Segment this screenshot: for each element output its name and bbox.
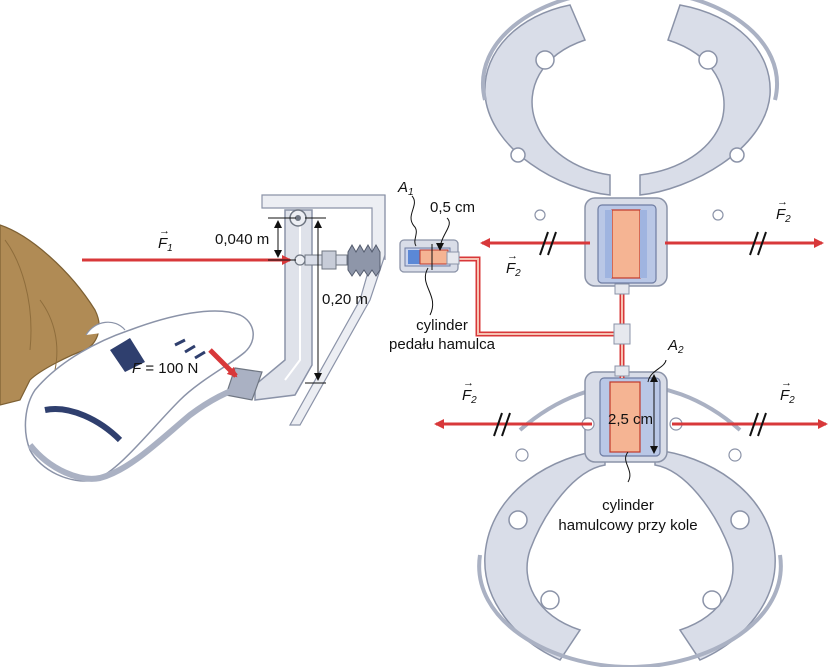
master-cylinder xyxy=(399,239,460,273)
f1-label: F1 xyxy=(158,226,173,254)
upper-right-f2-label: F2 xyxy=(776,197,791,225)
a2-label: A2 xyxy=(668,337,684,356)
lower-left-f2-label: F2 xyxy=(462,378,477,406)
pedal-force-arrow xyxy=(208,348,238,378)
lever-short-dimension: 0,040 m xyxy=(215,231,270,248)
upper-left-f2-label: F2 xyxy=(506,251,521,279)
a1-label: A1 xyxy=(398,179,414,198)
line-junction xyxy=(613,323,631,345)
lower-brake-drum xyxy=(477,371,783,670)
wheel-diameter-dimension: 2,5 cm xyxy=(608,411,654,428)
wheel-cylinder-label: cylinder hamulcowy przy kole xyxy=(558,497,698,534)
foot xyxy=(0,224,254,482)
lever-long-dimension: 0,20 m xyxy=(322,291,368,308)
upper-brake-drum xyxy=(481,0,779,287)
master-diameter-dimension: 0,5 cm xyxy=(430,199,476,216)
pedal-force-label: F = 100 N xyxy=(132,360,199,377)
dimension-lines xyxy=(268,195,667,483)
lower-right-f2-label: F2 xyxy=(780,378,795,406)
master-cylinder-label: cylinder pedału hamulca xyxy=(389,317,495,353)
force-arrows xyxy=(82,231,828,437)
pedal-assembly xyxy=(225,194,386,426)
